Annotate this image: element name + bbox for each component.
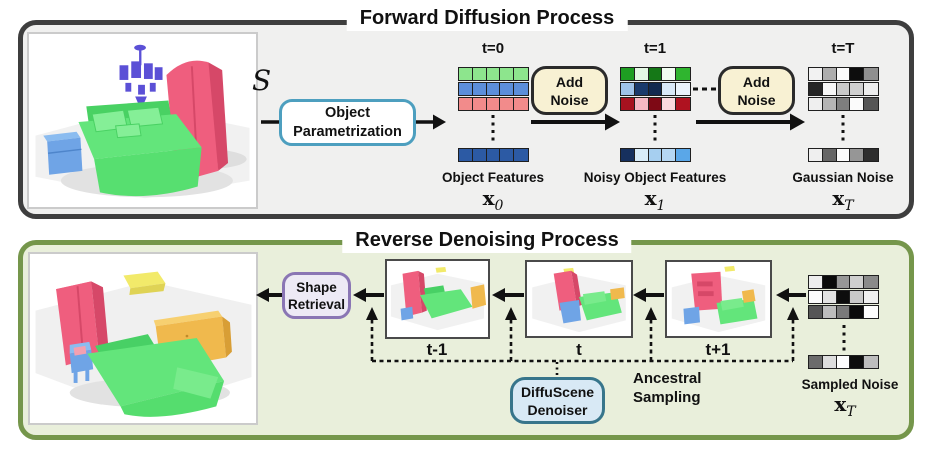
bed bbox=[78, 100, 202, 197]
feature-cell bbox=[675, 67, 691, 81]
time-label-t1: t=1 bbox=[643, 40, 667, 57]
add-noise-box-2: Add Noise bbox=[718, 66, 795, 115]
generated-bedroom-scene-image bbox=[28, 252, 258, 425]
shape-retrieval-line1: Shape bbox=[296, 279, 337, 295]
add-noise-line2: Noise bbox=[550, 91, 589, 108]
feature-row bbox=[808, 97, 879, 111]
var-x1-base: x bbox=[644, 186, 657, 210]
var-x0-base: x bbox=[482, 186, 495, 210]
feature-row bbox=[808, 305, 879, 319]
shape-retrieval-line2: Retrieval bbox=[287, 296, 346, 312]
noisy-object-features-caption: Noisy Object Features bbox=[583, 170, 727, 185]
feature-cell bbox=[513, 67, 529, 81]
feature-row bbox=[620, 82, 691, 96]
thumbnail-label-t: t bbox=[576, 340, 582, 359]
feature-cell bbox=[513, 148, 529, 162]
reverse-panel-title: Reverse Denoising Process bbox=[342, 227, 632, 253]
feature-row bbox=[808, 67, 879, 81]
yellow-blanket bbox=[123, 271, 166, 296]
feature-cell bbox=[513, 82, 529, 96]
feature-cell bbox=[863, 305, 879, 319]
feature-cell bbox=[863, 67, 879, 81]
diffuscene-denoiser-box: DiffuScene Denoiser bbox=[510, 377, 605, 424]
thumbnail-label-t-plus-1: t+1 bbox=[705, 340, 731, 359]
shape-retrieval-box: Shape Retrieval bbox=[282, 272, 351, 319]
left-nightstand bbox=[43, 131, 83, 175]
feature-row bbox=[808, 148, 879, 162]
var-xT-sampled-base: x bbox=[834, 392, 847, 416]
var-x1: x1 bbox=[575, 187, 735, 217]
sampled-noise-caption: Sampled Noise bbox=[801, 377, 899, 392]
feature-cell bbox=[863, 355, 879, 369]
feature-row bbox=[620, 148, 691, 162]
object-features-grid-t0 bbox=[458, 67, 529, 111]
feature-cell bbox=[863, 97, 879, 111]
thumbnail-scene-t-minus-1 bbox=[385, 259, 490, 339]
feature-row bbox=[458, 82, 529, 96]
add-noise-line1: Add bbox=[742, 73, 771, 90]
feature-row bbox=[808, 290, 879, 304]
feature-row bbox=[458, 67, 529, 81]
var-x1-sub: 1 bbox=[656, 198, 666, 214]
var-xT-sampled: xT bbox=[770, 393, 920, 423]
ancestral-line2: Sampling bbox=[633, 389, 701, 406]
sampled-noise-grid bbox=[808, 275, 879, 319]
bed bbox=[87, 334, 225, 417]
object-features-row-t0 bbox=[458, 148, 529, 162]
feature-row bbox=[458, 97, 529, 111]
time-label-tT: t=T bbox=[831, 40, 855, 57]
gaussian-noise-grid-tT bbox=[808, 67, 879, 111]
var-xT-sampled-sub: T bbox=[846, 404, 856, 420]
thumbnail-label-t-minus-1: t-1 bbox=[426, 340, 448, 359]
feature-row bbox=[808, 82, 879, 96]
object-parametrization-line2: Parametrization bbox=[293, 123, 402, 140]
feature-cell bbox=[675, 148, 691, 162]
thumbnail-scene-t bbox=[525, 260, 633, 338]
feature-cell bbox=[863, 82, 879, 96]
feature-cell bbox=[513, 97, 529, 111]
var-xT: xT bbox=[763, 187, 923, 217]
ancestral-sampling-label: Ancestral Sampling bbox=[633, 369, 701, 407]
ancestral-line1: Ancestral bbox=[633, 370, 702, 387]
feature-row bbox=[808, 355, 879, 369]
var-x0: x0 bbox=[413, 187, 573, 217]
gaussian-noise-row-tT bbox=[808, 148, 879, 162]
object-parametrization-box: Object Parametrization bbox=[279, 99, 416, 146]
feature-row bbox=[620, 97, 691, 111]
add-noise-line1: Add bbox=[555, 73, 584, 90]
gaussian-noise-caption: Gaussian Noise bbox=[792, 170, 894, 185]
feature-cell bbox=[863, 148, 879, 162]
add-noise-box-1: Add Noise bbox=[531, 66, 608, 115]
input-bedroom-scene-image bbox=[27, 32, 258, 209]
feature-cell bbox=[863, 275, 879, 289]
object-features-caption: Object Features bbox=[441, 170, 545, 185]
add-noise-line2: Noise bbox=[737, 91, 776, 108]
var-xT-base: x bbox=[832, 186, 845, 210]
sampled-noise-row bbox=[808, 355, 879, 369]
feature-cell bbox=[675, 82, 691, 96]
time-label-t0: t=0 bbox=[481, 40, 505, 57]
object-parametrization-line1: Object bbox=[324, 104, 371, 121]
forward-panel-title: Forward Diffusion Process bbox=[346, 5, 628, 31]
var-xT-sub: T bbox=[844, 198, 854, 214]
scene-set-symbol: S bbox=[252, 64, 272, 97]
diffuscene-line2: Denoiser bbox=[527, 401, 588, 418]
noisy-features-row-t1 bbox=[620, 148, 691, 162]
feature-row bbox=[458, 148, 529, 162]
blue-chair bbox=[69, 341, 94, 383]
feature-row bbox=[620, 67, 691, 81]
noisy-features-grid-t1 bbox=[620, 67, 691, 111]
thumbnail-scene-t-plus-1 bbox=[665, 260, 772, 338]
var-x0-sub: 0 bbox=[494, 198, 504, 214]
feature-row bbox=[808, 275, 879, 289]
feature-cell bbox=[675, 97, 691, 111]
diffuscene-line1: DiffuScene bbox=[520, 383, 595, 400]
feature-cell bbox=[863, 290, 879, 304]
